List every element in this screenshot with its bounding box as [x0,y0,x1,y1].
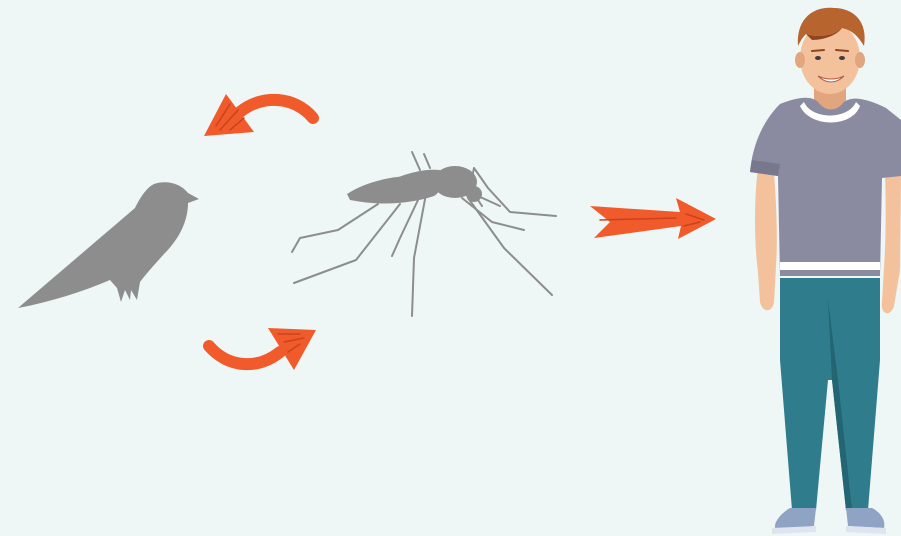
curved-arrow-icon [209,328,316,370]
bird-silhouette-icon [18,182,199,308]
person-illustration [750,8,901,534]
mosquito-silhouette-icon [292,152,556,316]
straight-arrow-icon [590,198,716,239]
curved-arrow-icon [204,94,313,136]
